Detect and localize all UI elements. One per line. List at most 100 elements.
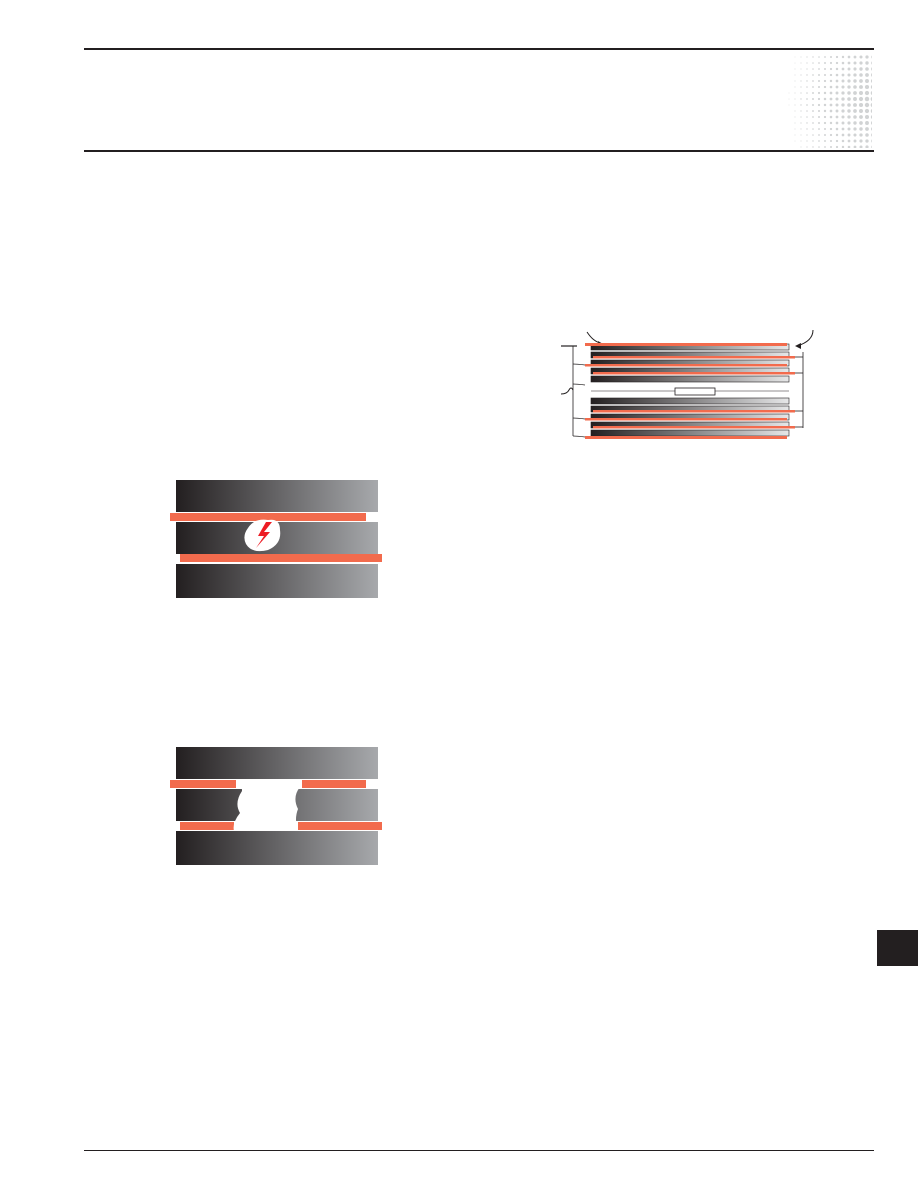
decor-dot xyxy=(818,122,820,124)
lead-arrow-right xyxy=(796,329,814,347)
decor-dot xyxy=(812,140,814,142)
decor-dot xyxy=(806,68,808,70)
decor-dot xyxy=(853,103,857,107)
decor-dot xyxy=(800,98,802,100)
decor-dot xyxy=(806,98,808,100)
decor-dot xyxy=(847,103,851,107)
separator-box xyxy=(674,387,716,396)
decor-dot xyxy=(835,85,839,89)
decor-dot xyxy=(806,104,808,106)
decor-dot xyxy=(847,79,851,83)
electrode-top xyxy=(170,513,366,521)
decor-dot xyxy=(794,80,796,82)
decor-dot xyxy=(823,121,827,125)
decor-dot xyxy=(871,133,872,137)
decor-dot xyxy=(806,74,808,76)
decor-dot xyxy=(818,134,820,136)
decor-dot xyxy=(841,127,845,131)
decor-dot xyxy=(841,73,845,77)
electrode-bottom xyxy=(180,554,382,562)
decor-dot xyxy=(835,115,839,119)
decor-dot xyxy=(800,80,802,82)
decor-dot xyxy=(818,56,820,58)
decor-dot xyxy=(858,102,864,108)
decor-dot xyxy=(794,62,796,64)
electrode-strip xyxy=(593,426,795,429)
decor-dot xyxy=(859,85,863,89)
decor-dot xyxy=(812,68,814,70)
decor-dot xyxy=(835,133,839,137)
decor-dot xyxy=(824,134,826,136)
decor-dot xyxy=(824,56,826,58)
decor-dot xyxy=(859,145,863,148)
lead-arrow-left xyxy=(586,331,604,345)
lead-arrow-right-head xyxy=(795,343,801,349)
stack-layer xyxy=(590,429,790,437)
decor-dot xyxy=(835,109,839,113)
capacitor-stack-diagram xyxy=(560,329,814,439)
decor-dot xyxy=(817,115,821,119)
decor-dot xyxy=(853,97,857,101)
decor-dot xyxy=(812,80,814,82)
decor-dot xyxy=(858,96,864,102)
decor-dot xyxy=(865,121,869,125)
decor-dot xyxy=(847,139,851,143)
decor-dot xyxy=(835,97,839,101)
decor-dot xyxy=(829,109,833,113)
decor-dot xyxy=(835,103,839,107)
decor-dot xyxy=(865,79,869,83)
decor-dot xyxy=(841,67,845,71)
decor-dot xyxy=(806,116,808,118)
electrode-strip xyxy=(593,410,795,413)
cleared-hole xyxy=(233,780,300,831)
decor-dot xyxy=(870,96,872,102)
dielectric-layer-top xyxy=(176,480,378,512)
header-rule-bottom xyxy=(84,150,874,152)
electrode-top-right xyxy=(302,780,366,788)
decor-dot xyxy=(800,128,802,130)
decor-dot xyxy=(829,55,833,59)
decor-dot xyxy=(812,122,814,124)
decor-dot xyxy=(812,92,814,94)
decor-dot xyxy=(870,108,872,114)
decor-dot xyxy=(865,61,869,65)
decor-dot xyxy=(824,62,826,64)
decor-dot xyxy=(824,140,826,142)
decor-dot xyxy=(794,98,796,100)
electrode-top-left xyxy=(170,780,236,788)
decor-dot xyxy=(800,74,802,76)
decor-dot xyxy=(812,116,814,118)
decor-dot xyxy=(870,102,872,108)
decor-dot xyxy=(812,110,814,112)
decor-dot xyxy=(823,85,827,89)
decor-dot xyxy=(847,55,851,59)
decor-dot xyxy=(841,109,845,113)
decor-dot xyxy=(841,61,845,65)
decor-dot xyxy=(812,134,814,136)
electrode-bottom-right xyxy=(298,822,382,830)
electrode-strip xyxy=(593,356,795,359)
decor-dot xyxy=(847,85,851,89)
self-healing-clearing-diagram xyxy=(170,747,382,865)
decor-dot xyxy=(794,104,796,106)
decor-dot xyxy=(859,61,863,65)
decor-dot xyxy=(800,86,802,88)
decor-dot xyxy=(841,103,845,107)
decor-dot xyxy=(853,61,857,65)
decor-dot xyxy=(859,67,863,71)
decor-dot xyxy=(794,74,796,76)
decor-dot xyxy=(859,79,863,83)
dielectric-layer-top xyxy=(176,747,378,779)
decor-dot xyxy=(812,128,814,130)
electrode-strip xyxy=(593,372,795,375)
decor-dot xyxy=(823,67,827,71)
decor-dot xyxy=(841,85,845,89)
decor-dot xyxy=(859,55,863,59)
decor-dot xyxy=(853,73,857,77)
decor-dot xyxy=(859,115,863,119)
decor-dot xyxy=(853,67,857,71)
header-dot-pattern xyxy=(788,55,872,148)
decor-dot xyxy=(841,133,845,137)
section-thumb-tab xyxy=(877,930,918,966)
decor-dot xyxy=(794,68,796,70)
